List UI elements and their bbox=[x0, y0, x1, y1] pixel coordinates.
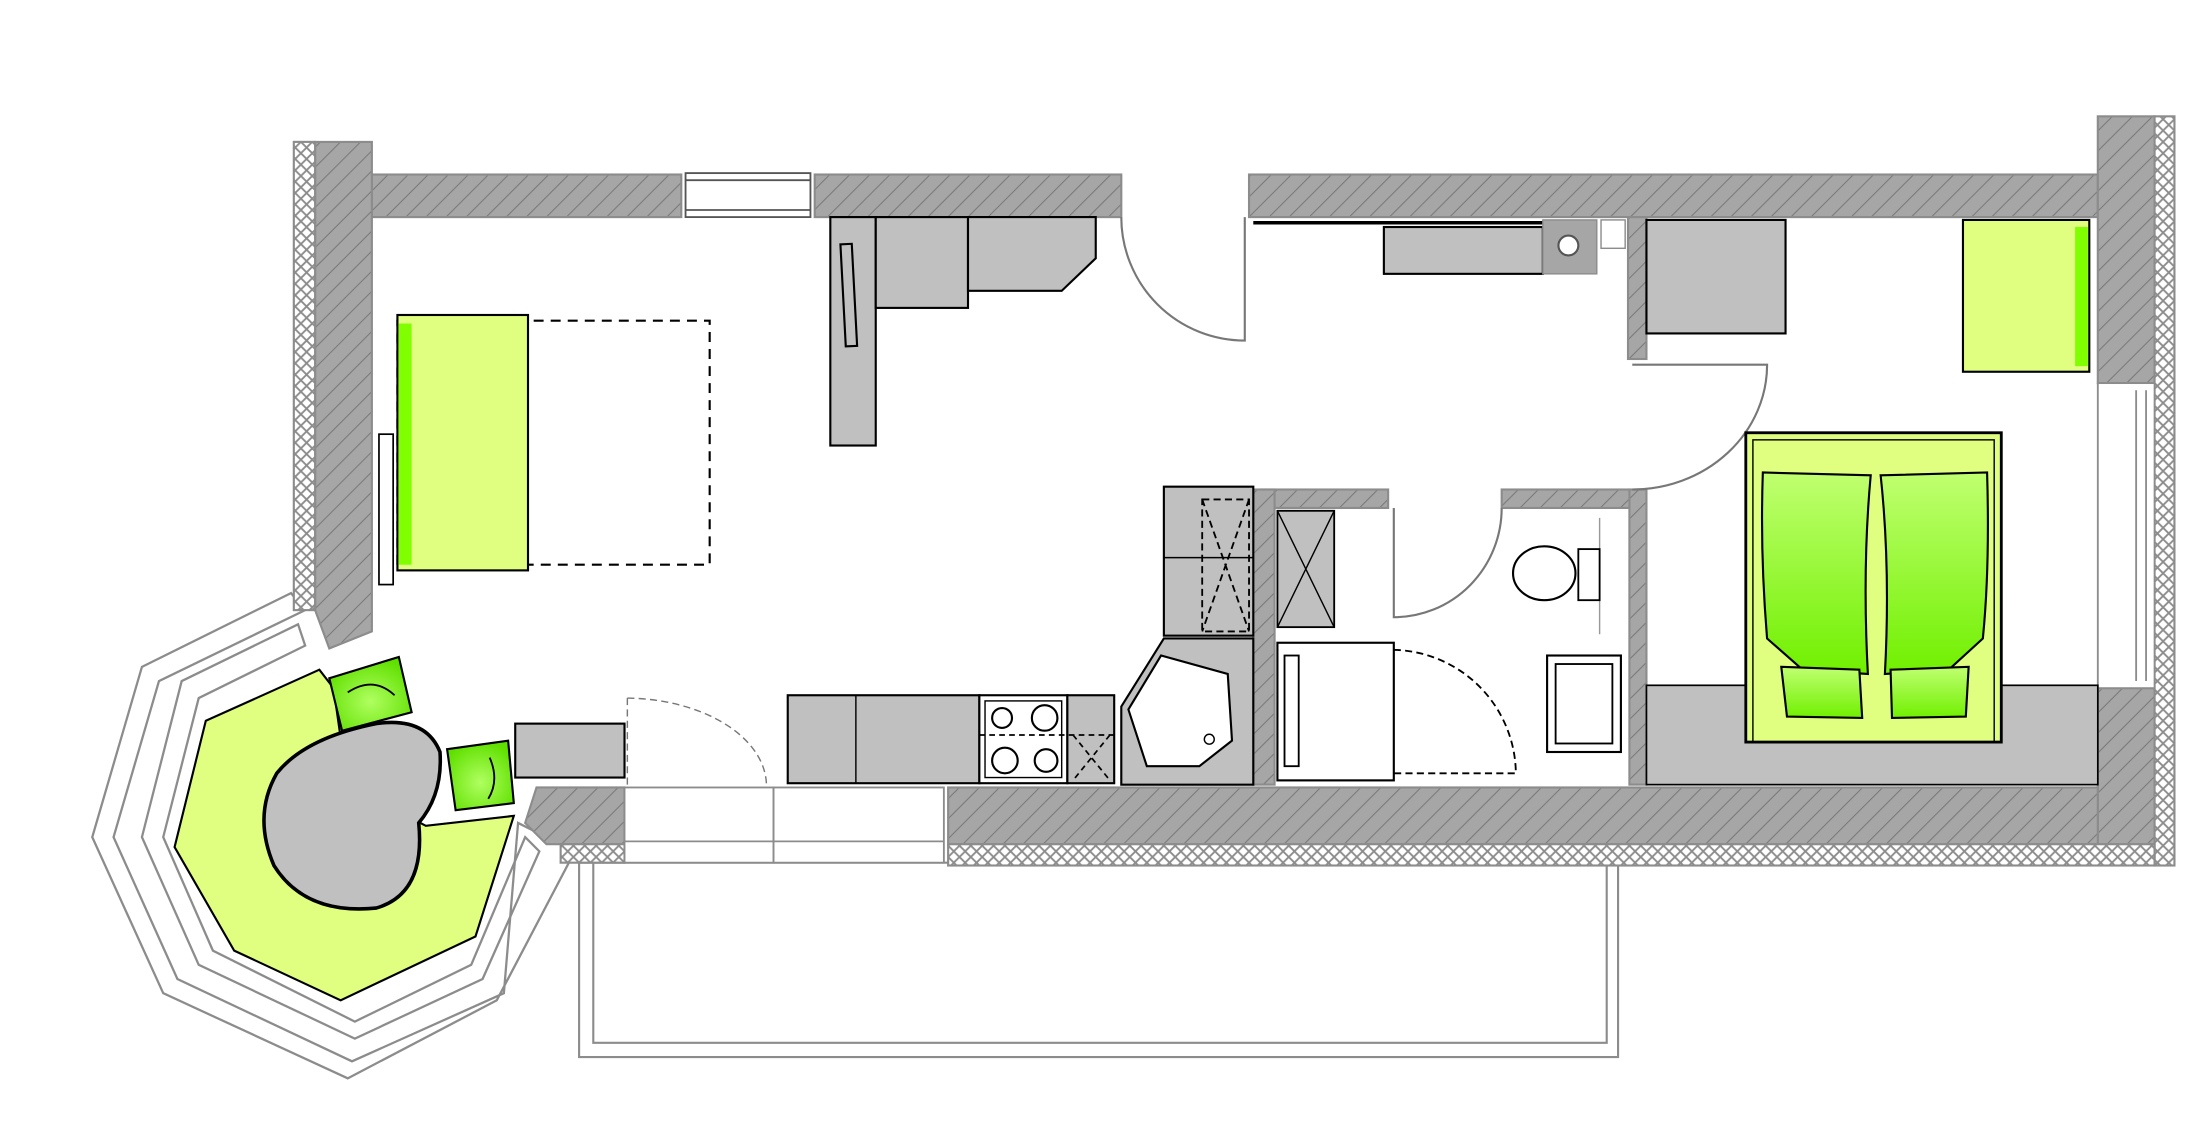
wall-bottom-left bbox=[523, 786, 626, 846]
pillow-right bbox=[1889, 665, 1970, 720]
bedroom-wardrobe bbox=[1645, 218, 1787, 335]
wall-right-lower bbox=[2096, 687, 2156, 846]
wall-bath-top-left bbox=[1259, 488, 1390, 510]
wall-bottom-insulation bbox=[947, 843, 2156, 867]
balcony-door-left bbox=[623, 786, 775, 864]
bedroom-door-swing bbox=[1632, 363, 1769, 491]
wall-bottom bbox=[947, 786, 2099, 846]
side-board bbox=[378, 433, 395, 586]
burner-icon bbox=[991, 746, 1019, 775]
hall-furniture bbox=[1253, 218, 1787, 335]
cabinet-door-swing bbox=[1393, 648, 1517, 775]
wall-top-left bbox=[370, 173, 683, 219]
wall-bath-top-right bbox=[1500, 488, 1631, 510]
wc-door-swing bbox=[1392, 507, 1503, 619]
pillow-left bbox=[1780, 665, 1864, 720]
burner-icon bbox=[1030, 704, 1059, 732]
duvet-left bbox=[1760, 471, 1872, 676]
balcony bbox=[578, 861, 1620, 1059]
duvet-right bbox=[1879, 471, 1989, 676]
side-cabinet bbox=[514, 722, 626, 779]
walls bbox=[292, 115, 2176, 867]
doors bbox=[626, 217, 1769, 788]
washbasin-icon bbox=[1557, 234, 1580, 257]
wall-right-upper bbox=[2096, 115, 2156, 385]
balcony-door-swing bbox=[627, 697, 768, 788]
bathroom bbox=[1120, 485, 1622, 786]
bedroom bbox=[1645, 218, 2099, 786]
kitchen-counter bbox=[786, 694, 981, 785]
hall-cabinet bbox=[1382, 225, 1544, 275]
washer-dryer bbox=[1162, 485, 1255, 637]
dining-set bbox=[262, 655, 515, 911]
sofa-bed bbox=[378, 313, 711, 586]
chair-1 bbox=[328, 655, 413, 733]
wardrobe bbox=[829, 216, 1097, 447]
burner-icon bbox=[1033, 748, 1059, 773]
wall-partition-bath bbox=[1628, 488, 1648, 786]
dining-table bbox=[262, 720, 443, 911]
window-right bbox=[2096, 382, 2156, 690]
entrance-door-swing bbox=[1120, 217, 1246, 342]
chair-2 bbox=[445, 739, 515, 812]
wall-top-middle bbox=[813, 173, 1123, 219]
wall-right-insulation bbox=[2153, 115, 2176, 867]
wall-partition-bedroom bbox=[1626, 216, 1648, 361]
balcony-door-right bbox=[772, 786, 945, 864]
burner-icon bbox=[991, 706, 1014, 729]
bay-window bbox=[91, 591, 577, 1080]
kitchen bbox=[514, 694, 1116, 785]
wall-top-right bbox=[1247, 173, 2099, 219]
toilet-icon bbox=[1511, 545, 1577, 602]
wall-left bbox=[314, 140, 373, 650]
bedroom-bench bbox=[1961, 218, 2091, 373]
wall-left-insulation bbox=[292, 140, 317, 612]
wall-bath-middle bbox=[1252, 488, 1276, 786]
windows bbox=[623, 172, 2156, 864]
